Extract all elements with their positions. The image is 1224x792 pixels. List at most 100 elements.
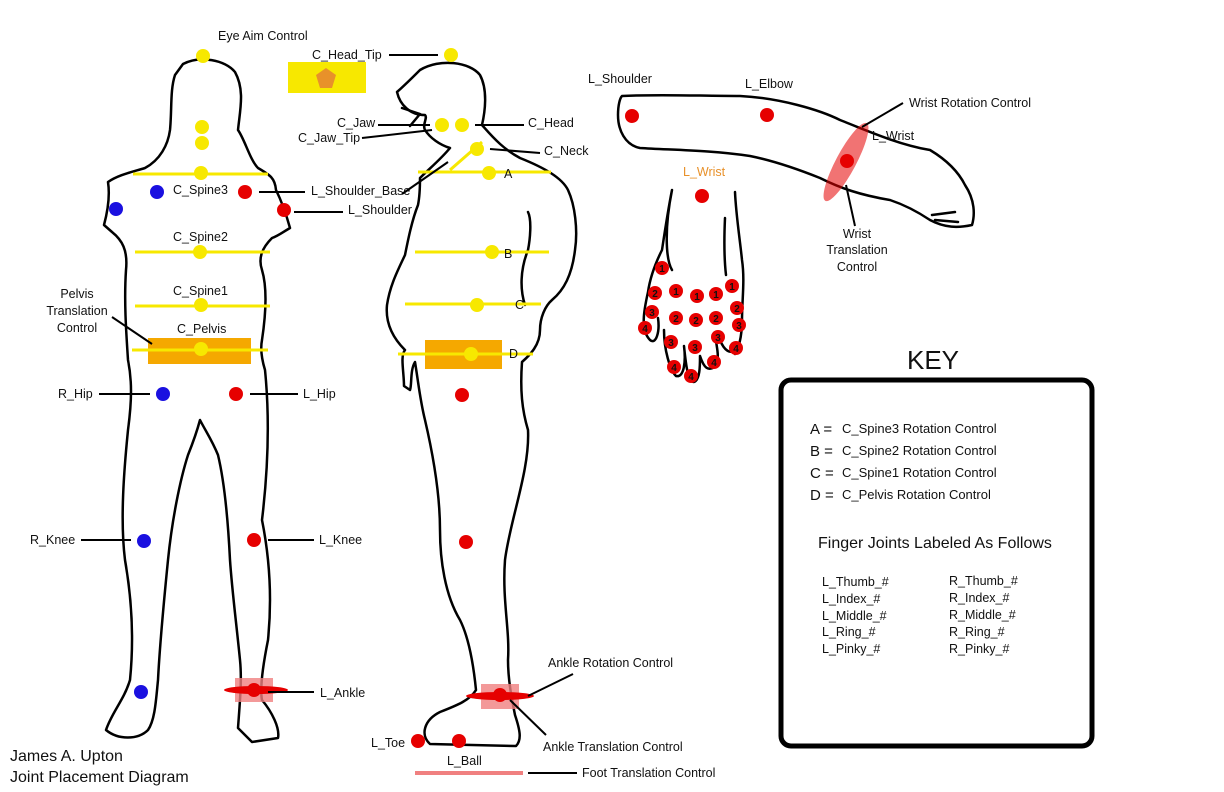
pelvis-joint: [194, 342, 208, 356]
finger-joint-number: 3: [668, 338, 674, 349]
spine2-label: C_Spine2: [173, 230, 228, 244]
l-hip-joint: [229, 387, 243, 401]
l-knee-label: L_Knee: [319, 533, 362, 547]
finger-joint: [711, 330, 725, 344]
finger-joint: [669, 311, 683, 325]
l-shoulder-base-label: L_Shoulder_Base: [311, 184, 410, 198]
leader: [845, 184, 856, 227]
key-box: [778, 377, 1095, 749]
finger-joint: [732, 318, 746, 332]
arm-elbow-joint: [760, 108, 774, 122]
finger-joints: 1 1 1 1 1 2 2 2 2 2 3 3 3 3: [638, 261, 746, 383]
a-label: A: [504, 167, 513, 181]
hand-view: L_Wrist 1 1 1 1 1 2 2 2 2 2 3 3: [638, 165, 746, 384]
key-item: C_Pelvis Rotation Control: [842, 487, 991, 502]
key-item: C_Spine3 Rotation Control: [842, 421, 997, 436]
b-label: B: [504, 247, 512, 261]
side-yellow-lines: [398, 170, 551, 369]
finger-heading: Finger Joints Labeled As Follows: [818, 535, 1052, 552]
r-ankle-joint: [134, 685, 148, 699]
key-title: KEY: [907, 345, 959, 375]
toe-label: L_Toe: [371, 736, 405, 750]
finger-joint-number: 4: [688, 372, 694, 383]
arm-shoulder-joint: [625, 109, 639, 123]
finger-joint: [689, 313, 703, 327]
spine3-joint: [194, 166, 208, 180]
r-shoulder-joint: [109, 202, 123, 216]
front-body-outline: [102, 58, 292, 744]
right-finger-item: R_Index_#: [949, 591, 1010, 605]
wrist-translation-label: Control: [837, 260, 877, 274]
finger-joint: [669, 284, 683, 298]
wrist-translation-label: Wrist: [843, 227, 872, 241]
front-leaders: [81, 191, 343, 693]
key-letter: C =: [810, 465, 834, 482]
side-joints: [411, 48, 534, 775]
finger-joint: [690, 289, 704, 303]
arm-fingers: [930, 210, 960, 224]
spine1-joint: [470, 298, 484, 312]
key-letter: B =: [810, 443, 833, 460]
jaw-tip-label: C_Jaw_Tip: [298, 131, 360, 145]
l-hip-label: L_Hip: [303, 387, 336, 401]
eye-aim-label: Eye Aim Control: [218, 29, 308, 43]
finger-joint: [684, 369, 698, 383]
foot-translation-label: Foot Translation Control: [582, 766, 715, 780]
leader: [509, 699, 547, 736]
arm-wrist-label: L_Wrist: [872, 129, 915, 143]
left-finger-item: L_Ring_#: [822, 625, 876, 639]
right-finger-item: R_Pinky_#: [949, 642, 1009, 656]
hand-outline: [642, 188, 745, 356]
neck-bone: [449, 140, 483, 172]
knee-joint: [459, 535, 473, 549]
wrist-rotation-label: Wrist Rotation Control: [909, 96, 1031, 110]
r-shoulder-base-joint: [150, 185, 164, 199]
left-finger-item: L_Middle_#: [822, 609, 887, 623]
arm-view: L_Shoulder L_Elbow Wrist Rotation Contro…: [588, 72, 1031, 274]
ankle-translation-label: Ankle Translation Control: [543, 740, 683, 754]
ball-joint: [452, 734, 466, 748]
finger-joint: [730, 301, 744, 315]
spine3-joint: [482, 166, 496, 180]
leader: [527, 673, 574, 697]
l-ankle-label: L_Ankle: [320, 686, 365, 700]
finger-joint: [648, 286, 662, 300]
jaw-joint: [435, 118, 449, 132]
credit-title: Joint Placement Diagram: [10, 769, 189, 786]
finger-joint-number: 1: [673, 287, 679, 298]
arm-wrist-joint: [840, 154, 854, 168]
l-shoulder-label: L_Shoulder: [348, 203, 412, 217]
finger-joint: [667, 360, 681, 374]
pelvis-translation-label: Translation: [46, 304, 107, 318]
key-item: C_Spine1 Rotation Control: [842, 465, 997, 480]
right-finger-item: R_Thumb_#: [949, 574, 1018, 588]
ankle-joint: [493, 688, 507, 702]
finger-joint-number: 3: [715, 333, 721, 344]
ankle-rotation-label: Ankle Rotation Control: [548, 656, 673, 670]
c-label: C: [515, 298, 524, 312]
side-view: C_Head_Tip C_Jaw C_Jaw_Tip C_Head C_Neck…: [288, 48, 715, 780]
left-finger-item: L_Pinky_#: [822, 642, 880, 656]
finger-joint-number: 4: [733, 344, 739, 355]
finger-joint-number: 2: [652, 289, 658, 300]
pelvis-joint: [464, 347, 478, 361]
pelvis-translation-label: Control: [57, 321, 97, 335]
leader: [401, 161, 449, 195]
finger-joint: [725, 279, 739, 293]
side-jaw-notch: [400, 106, 422, 128]
finger-joint-number: 3: [736, 321, 742, 332]
finger-joint-number: 2: [693, 316, 699, 327]
d-label: D: [509, 347, 518, 361]
head-label: C_Head: [528, 116, 574, 130]
finger-joint-number: 3: [649, 308, 655, 319]
l-shoulder-joint: [277, 203, 291, 217]
finger-joint-number: 1: [659, 264, 665, 275]
spine3-label: C_Spine3: [173, 183, 228, 197]
head-joint: [455, 118, 469, 132]
spine2-joint: [485, 245, 499, 259]
finger-joint-number: 2: [673, 314, 679, 325]
finger-joint-number: 2: [713, 314, 719, 325]
eye-aim-joint: [196, 49, 210, 63]
r-knee-joint: [137, 534, 151, 548]
neck-label: C_Neck: [544, 144, 589, 158]
